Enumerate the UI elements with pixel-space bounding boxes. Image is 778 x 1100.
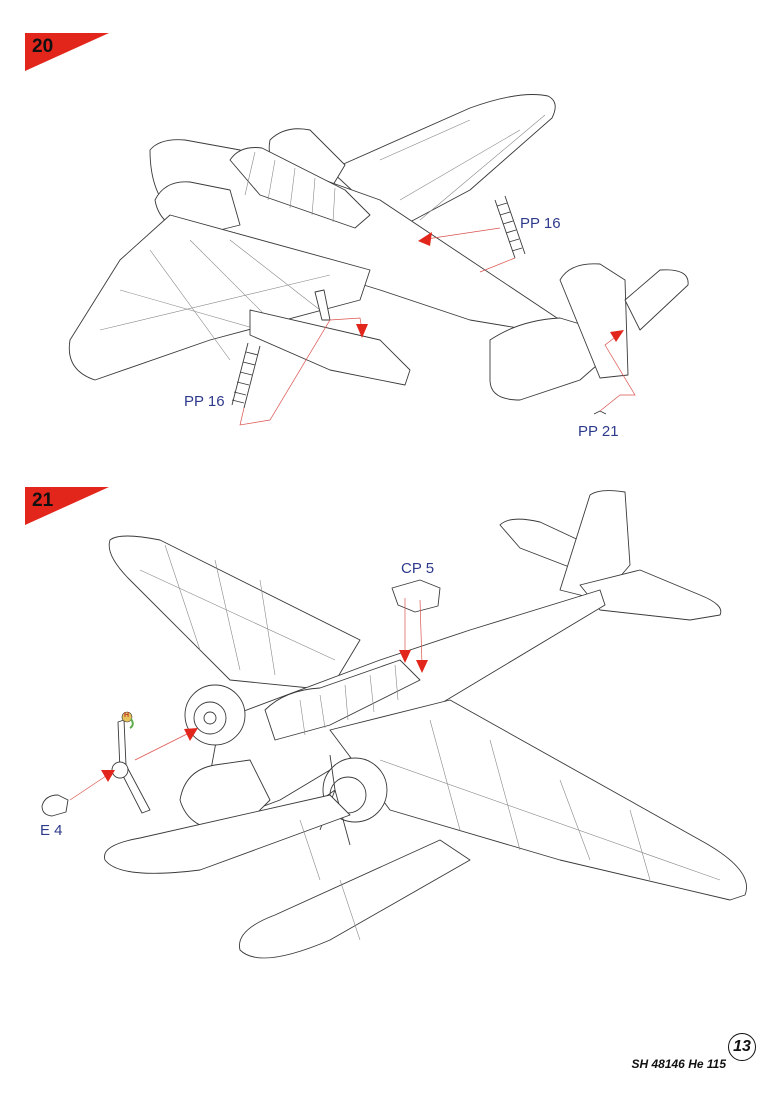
ladder-upper (494, 195, 526, 259)
nose-21 (179, 759, 271, 832)
step-badge-triangle (25, 487, 109, 525)
step-number: 21 (32, 490, 54, 511)
callout-cp5: CP 5 (401, 560, 435, 577)
right-float-21 (239, 839, 471, 959)
callout-pp16-lower: PP 16 (184, 393, 225, 410)
callout-pp21: PP 21 (578, 423, 619, 440)
callout-pp16-upper: PP 16 (520, 215, 561, 232)
spinner-e4 (41, 794, 69, 817)
tailplane-near-21 (579, 569, 722, 621)
ladder-lower (231, 342, 261, 409)
step-badge-triangle (25, 33, 109, 71)
left-float-21 (104, 794, 351, 874)
fin-21 (559, 490, 631, 601)
float-shape (249, 309, 411, 386)
page-number: 13 (728, 1033, 756, 1061)
canopy-shape (229, 147, 371, 229)
option-marker-h (121, 711, 133, 723)
step-number: 20 (32, 36, 54, 57)
step-badge-21: 21 (25, 487, 109, 525)
option-marker-label: H (124, 712, 130, 719)
far-wing-shape (329, 94, 556, 231)
cp5-part (391, 579, 441, 613)
right-wing-shape (329, 699, 747, 901)
canopy-21 (264, 659, 421, 741)
step-badge-20: 20 (25, 33, 109, 71)
tailplane-far (624, 269, 689, 331)
left-wing-shape (108, 535, 361, 691)
product-code: SH 48146 He 115 (631, 1057, 726, 1071)
callout-e4: E 4 (40, 822, 63, 839)
fin-shape (559, 263, 629, 379)
